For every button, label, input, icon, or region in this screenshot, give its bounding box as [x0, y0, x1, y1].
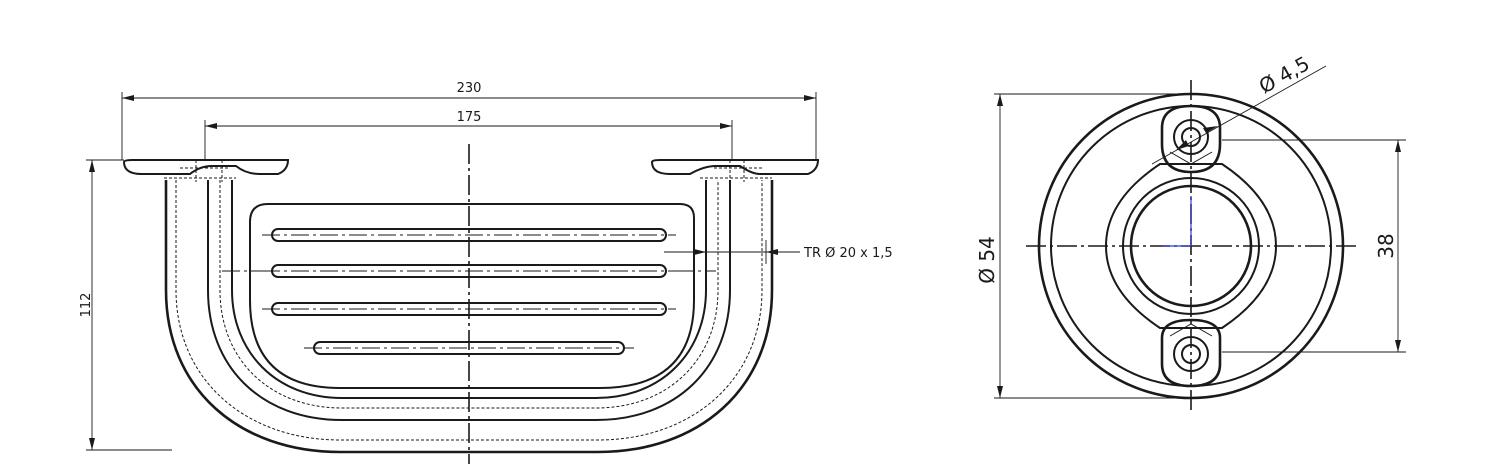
label-height: 112	[79, 293, 94, 318]
dim-screw-spacing: 38	[1222, 139, 1406, 353]
label-hole-diameter: Ø 4,5	[1255, 51, 1314, 98]
basket-inner-rim	[207, 180, 731, 421]
side-view: Ø 54 38 Ø 4,5	[975, 51, 1406, 412]
right-mount-plate	[650, 159, 820, 175]
front-view: 230 175 112 TR Ø 20 x 1,5	[79, 81, 893, 464]
dim-plate-diameter: Ø 54	[975, 93, 1191, 399]
thread-callout: TR Ø 20 x 1,5	[664, 240, 893, 264]
basket-outer-rim	[164, 180, 774, 454]
basket-outer-hidden	[175, 180, 763, 441]
central-boss	[1104, 163, 1278, 329]
axis-marker	[1163, 196, 1192, 247]
dim-overall-width: 230	[121, 81, 817, 160]
left-mount-hidden	[164, 160, 236, 182]
right-mount-hidden	[700, 160, 772, 182]
label-mount-width: 175	[457, 110, 482, 125]
dim-mount-width: 175	[204, 110, 733, 160]
label-plate-diameter: Ø 54	[975, 236, 999, 284]
dim-height: 112	[79, 159, 172, 451]
label-screw-spacing: 38	[1374, 233, 1398, 258]
soap-tray	[249, 203, 695, 389]
label-overall-width: 230	[457, 81, 482, 96]
left-mount-plate	[122, 159, 290, 175]
label-thread: TR Ø 20 x 1,5	[803, 246, 893, 261]
